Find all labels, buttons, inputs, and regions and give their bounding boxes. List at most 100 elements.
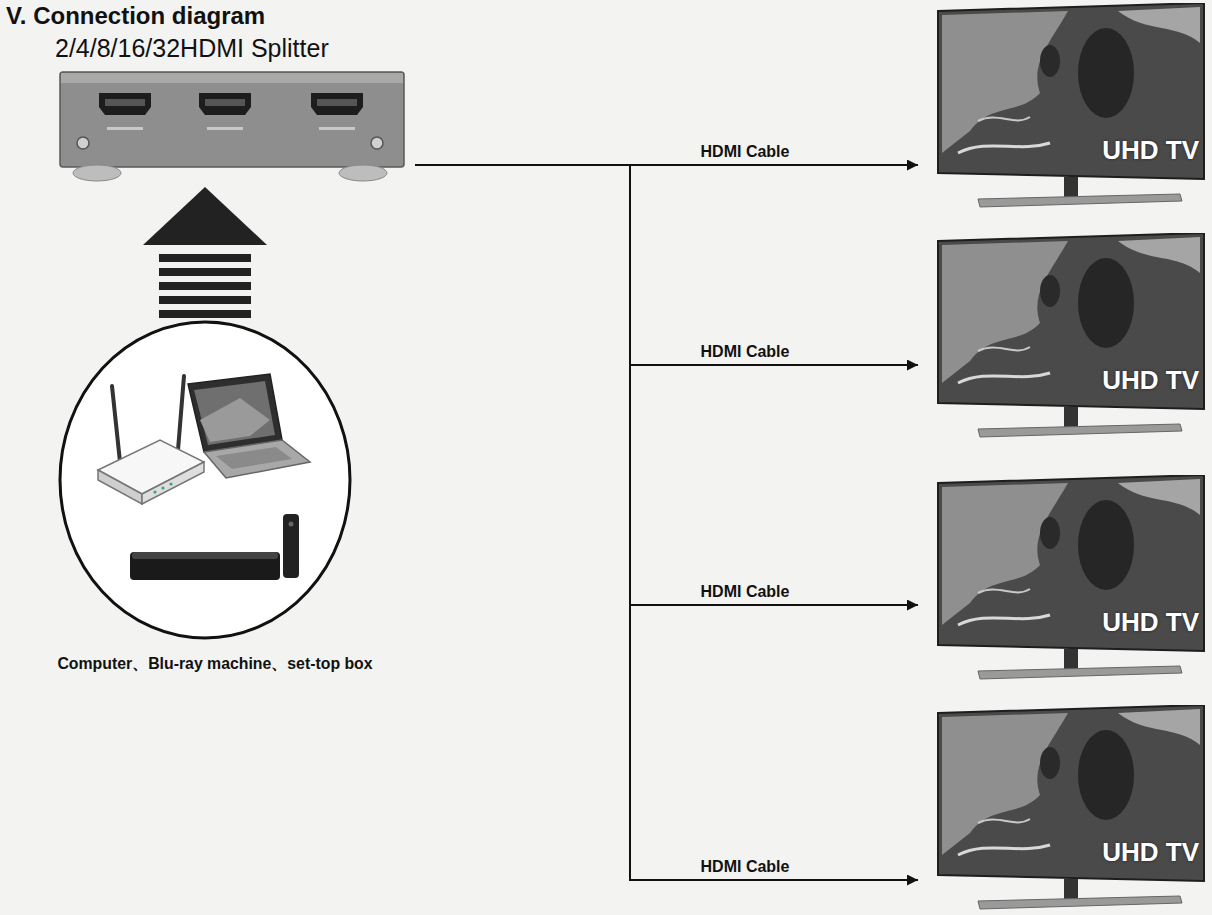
- router-antenna: [178, 376, 184, 450]
- tv-label: UHD TV: [1102, 365, 1199, 396]
- device-caption: Computer、Blu-ray machine、set-top box: [5, 654, 425, 675]
- port-marking: [107, 127, 143, 130]
- laptop-screen: [188, 374, 282, 452]
- set-top-box-top: [132, 552, 278, 559]
- hdmi-cable: [415, 165, 918, 365]
- screen-land: [942, 241, 1068, 383]
- screw: [371, 137, 383, 149]
- hdmi-cable: [415, 165, 918, 605]
- cable-label: HDMI Cable: [698, 858, 793, 876]
- set-top-box-icon: [130, 552, 280, 580]
- screen-ridge: [1118, 709, 1200, 745]
- router-light: [169, 482, 172, 485]
- splitter-body: [55, 71, 407, 183]
- screen-lake: [1078, 28, 1134, 118]
- hdmi-cable: [415, 165, 918, 880]
- screen-ridge: [1118, 479, 1200, 515]
- laptop-wallpaper: [200, 398, 270, 442]
- rubber-foot: [73, 165, 121, 181]
- circle-outline: [60, 322, 350, 638]
- tv-neck: [1064, 177, 1078, 197]
- diagram-title: V. Connection diagram: [6, 2, 265, 30]
- tv-base: [978, 194, 1182, 207]
- screen-lake: [1078, 500, 1134, 590]
- arrow-head: [143, 187, 267, 245]
- tv-neck: [1064, 407, 1078, 427]
- cable-line: [415, 165, 918, 605]
- screen-land: [942, 11, 1068, 153]
- router-light: [153, 490, 156, 493]
- tv-screen: [938, 705, 1204, 881]
- router-antenna: [112, 386, 120, 462]
- screen-ridge: [1118, 237, 1200, 273]
- screw: [77, 137, 89, 149]
- router-side: [98, 470, 142, 504]
- screen-lake: [1078, 730, 1134, 820]
- tv-label: UHD TV: [1102, 837, 1199, 868]
- laptop-base: [204, 440, 310, 478]
- set-top-box: [130, 552, 280, 580]
- splitter-housing: [60, 72, 404, 167]
- tv-label: UHD TV: [1102, 135, 1199, 166]
- screen-streak: [978, 819, 1030, 823]
- hdmi-port: [99, 93, 151, 115]
- router-icon: [98, 376, 204, 504]
- cable-line: [415, 165, 918, 880]
- screen-streak: [958, 373, 1050, 383]
- arrow-stripes: [159, 251, 251, 318]
- tv-screen: [938, 233, 1204, 409]
- screen-ridge: [1118, 7, 1200, 43]
- source-devices: Computer、Blu-ray machine、set-top box: [5, 318, 425, 675]
- laptop-icon: [188, 374, 310, 478]
- hdmi-port-pins: [205, 99, 245, 106]
- rubber-foot: [339, 165, 387, 181]
- tv-picture: [918, 705, 1210, 915]
- router-light: [161, 486, 164, 489]
- screen-streak: [958, 845, 1050, 855]
- router-top: [98, 440, 204, 494]
- splitter-device: 2/4/8/16/32HDMI Splitter: [55, 34, 415, 183]
- screen-land: [942, 483, 1068, 625]
- source-circle: [5, 318, 425, 644]
- screen-land: [942, 713, 1068, 855]
- cable-line: [415, 165, 918, 365]
- screen-streak: [978, 347, 1030, 351]
- remote-button: [289, 522, 294, 527]
- uhd-tv: UHD TV: [918, 475, 1210, 685]
- laptop-display: [194, 381, 275, 445]
- tv-label: UHD TV: [1102, 607, 1199, 638]
- screen-lake: [1040, 517, 1060, 549]
- cable-label: HDMI Cable: [698, 583, 793, 601]
- screen-streak: [978, 117, 1030, 121]
- tv-base: [978, 424, 1182, 437]
- uhd-tv: UHD TV: [918, 705, 1210, 915]
- cable-label: HDMI Cable: [698, 343, 793, 361]
- tv-neck: [1064, 879, 1078, 899]
- laptop-keyboard: [216, 447, 292, 469]
- remote-icon: [283, 514, 299, 578]
- tv-screen: [938, 3, 1204, 179]
- hdmi-port: [199, 93, 251, 115]
- hdmi-port-pins: [317, 99, 357, 106]
- hdmi-port: [311, 93, 363, 115]
- tv-screen: [938, 475, 1204, 651]
- tv-neck: [1064, 649, 1078, 669]
- tv-picture: [918, 475, 1210, 685]
- screen-lake: [1078, 258, 1134, 348]
- port-marking: [207, 127, 243, 130]
- tv-base: [978, 666, 1182, 679]
- screen-lake: [1040, 747, 1060, 779]
- router-front: [142, 462, 204, 504]
- signal-arrow: [143, 187, 267, 318]
- port-marking: [319, 127, 355, 130]
- screen-streak: [958, 615, 1050, 625]
- uhd-tv: UHD TV: [918, 233, 1210, 443]
- screen-lake: [1040, 275, 1060, 307]
- splitter-highlight: [61, 73, 403, 83]
- tv-picture: [918, 233, 1210, 443]
- hdmi-port-pins: [105, 99, 145, 106]
- uhd-tv: UHD TV: [918, 3, 1210, 213]
- remote-control: [283, 514, 299, 578]
